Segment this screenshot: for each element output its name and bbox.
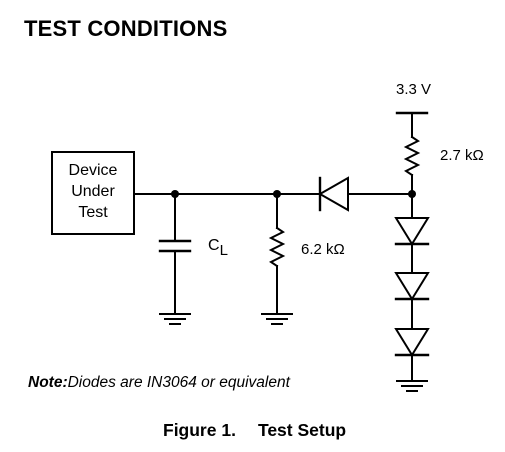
note-body: Diodes are IN3064 or equivalent — [67, 374, 290, 391]
note-label: Note: — [28, 374, 68, 391]
device-box-line-1: Device — [69, 162, 118, 179]
capacitor-ground-symbol — [159, 313, 191, 325]
capacitor-symbol-text: C — [208, 237, 220, 254]
supply-voltage-label: 3.3 V — [396, 81, 431, 98]
stack-diode-2 — [394, 272, 430, 301]
figure-number: Figure 1. — [163, 420, 236, 440]
stack-diode-3 — [394, 328, 430, 357]
capacitor-subscript-text: L — [220, 242, 228, 259]
pullup-resistor-label: 2.7 kΩ — [440, 147, 484, 164]
stack-diode-1 — [394, 217, 430, 246]
capacitor-label: CL — [208, 237, 228, 259]
series-diode — [317, 176, 413, 212]
figure-caption: Figure 1. Test Setup — [163, 420, 346, 441]
pullup-resistor — [403, 135, 421, 195]
note-text: Note:Diodes are IN3064 or equivalent — [28, 374, 290, 392]
load-capacitor — [158, 193, 192, 315]
device-box-line-3: Test — [78, 204, 108, 221]
page-heading: TEST CONDITIONS — [24, 16, 228, 41]
load-resistor-label: 6.2 kΩ — [301, 241, 345, 258]
load-resistor — [268, 193, 286, 315]
diode-stack-ground-symbol — [396, 380, 428, 392]
device-box-line-2: Under — [71, 183, 115, 200]
supply-rail-symbol — [395, 111, 429, 138]
figure-title: Test Setup — [257, 420, 347, 440]
load-ground-symbol — [261, 313, 293, 325]
